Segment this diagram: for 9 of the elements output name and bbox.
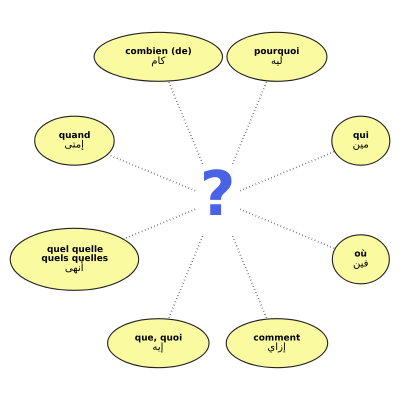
connector	[240, 208, 336, 250]
connector	[240, 150, 336, 192]
node-text: ?	[200, 158, 236, 230]
connector	[168, 236, 204, 320]
connector	[232, 236, 268, 320]
connector	[122, 208, 196, 240]
connector	[168, 80, 204, 164]
connector	[232, 80, 268, 164]
connector	[107, 154, 196, 192]
